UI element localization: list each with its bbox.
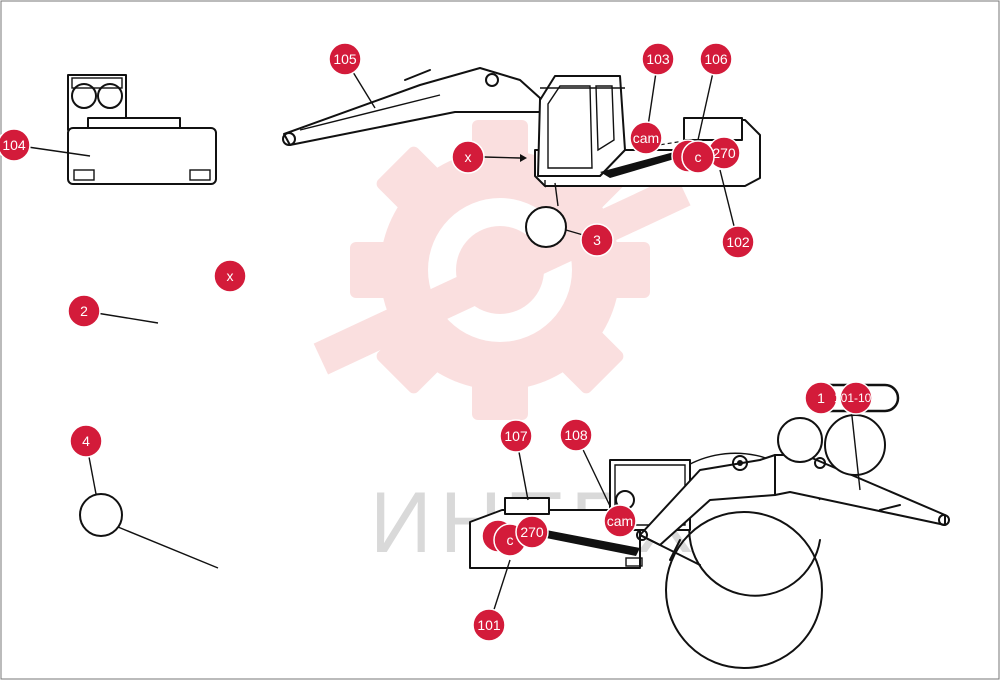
callout-101-108: 101-108 <box>834 381 878 415</box>
svg-text:cam: cam <box>633 130 659 146</box>
svg-text:c: c <box>695 149 702 165</box>
svg-text:cam: cam <box>607 513 633 529</box>
callout-106: 106 <box>699 42 733 76</box>
callout-1: 1 <box>804 381 838 415</box>
callout-102: 102 <box>721 225 755 259</box>
callout-cam-bottom: cam <box>603 504 637 538</box>
callout-105: 105 <box>328 42 362 76</box>
svg-text:108: 108 <box>564 427 588 443</box>
svg-text:270: 270 <box>712 145 736 161</box>
part-4-outline <box>79 493 123 537</box>
svg-text:101: 101 <box>477 617 501 633</box>
callout-103: 103 <box>641 42 675 76</box>
part-3-outline <box>525 206 567 248</box>
callout-107: 107 <box>499 419 533 453</box>
svg-text:107: 107 <box>504 428 528 444</box>
svg-text:101-108: 101-108 <box>834 391 878 405</box>
callout-x-mid: x <box>213 259 247 293</box>
callout-270-bottom: 270 <box>515 515 549 549</box>
callout-4: 4 <box>69 424 103 458</box>
callout-108: 108 <box>559 418 593 452</box>
svg-text:102: 102 <box>726 234 750 250</box>
callout-c-top: c <box>681 140 715 174</box>
callout-cam-top: cam <box>629 121 663 155</box>
callout-3: 3 <box>580 223 614 257</box>
callout-101: 101 <box>472 608 506 642</box>
callout-104: 104 <box>0 128 31 162</box>
svg-text:1: 1 <box>817 390 825 406</box>
front-view-drawing <box>67 74 217 185</box>
svg-text:c: c <box>507 532 514 548</box>
svg-text:105: 105 <box>333 51 357 67</box>
svg-text:103: 103 <box>646 51 670 67</box>
svg-text:104: 104 <box>2 137 26 153</box>
svg-text:3: 3 <box>593 232 601 248</box>
svg-text:4: 4 <box>82 433 90 449</box>
callout-x-top: x <box>451 140 485 174</box>
svg-text:2: 2 <box>80 303 88 319</box>
svg-text:270: 270 <box>520 524 544 540</box>
callout-2: 2 <box>67 294 101 328</box>
svg-text:x: x <box>465 149 472 165</box>
svg-text:106: 106 <box>704 51 728 67</box>
svg-text:x: x <box>227 268 234 284</box>
